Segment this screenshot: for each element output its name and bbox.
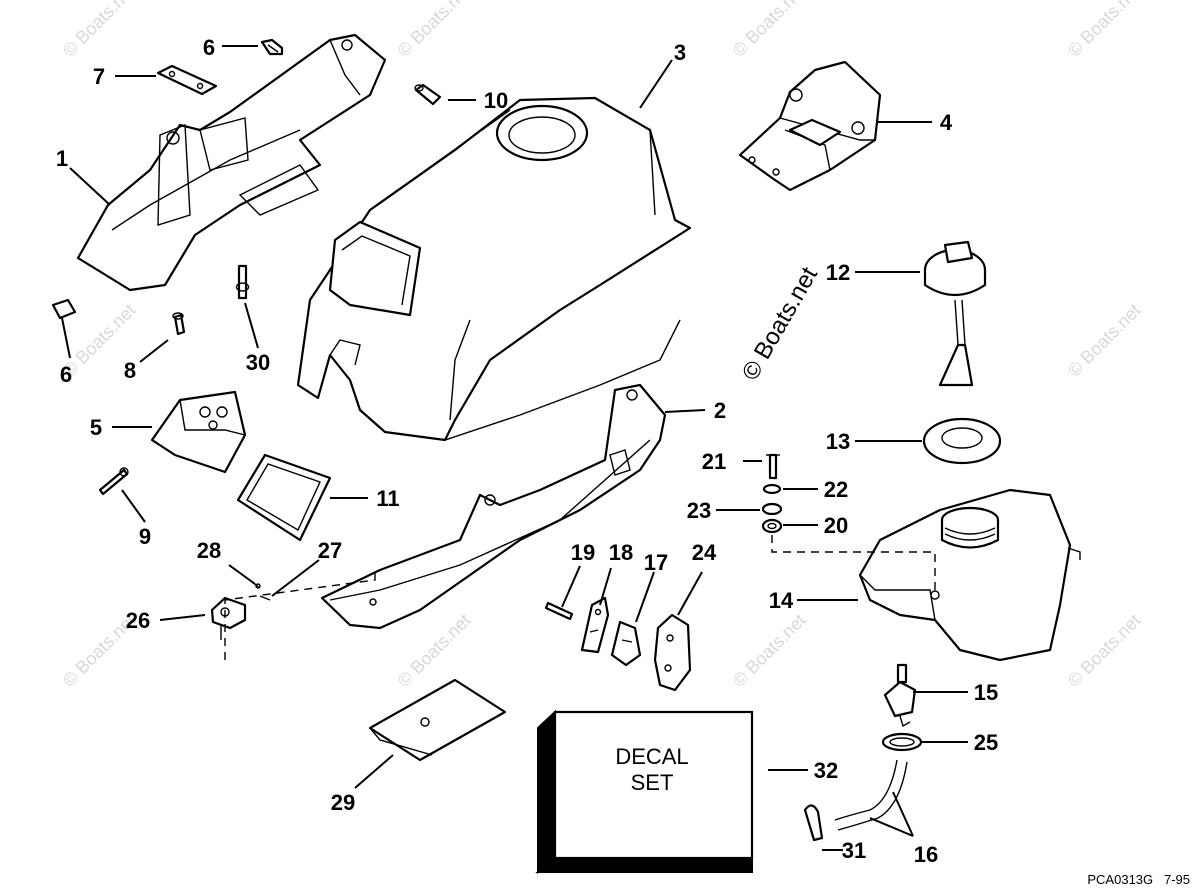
callout-32: 32 (814, 758, 838, 783)
part-12-fuel-cap (923, 240, 987, 387)
part-27-pin (259, 595, 271, 601)
part-24-pad (653, 613, 692, 692)
callout-5: 5 (90, 415, 102, 440)
watermark: © Boats.net (59, 0, 140, 61)
callout-21: 21 (702, 449, 726, 474)
callout-12: 12 (826, 260, 850, 285)
part-32-decal-set: DECAL SET (535, 709, 754, 875)
decal-box-line2: SET (631, 770, 674, 795)
callout-6-top: 6 (203, 35, 215, 60)
part-25-clamp (881, 732, 923, 752)
leader-lines (61, 45, 968, 851)
part-23-washer (761, 502, 783, 516)
callout-8: 8 (124, 358, 136, 383)
callout-11: 11 (376, 486, 399, 511)
callout-9: 9 (139, 524, 151, 549)
part-13-seal-ring (922, 417, 1002, 465)
part-16-fuel-hose (834, 759, 908, 831)
part-14-fuel-tank (858, 488, 1081, 662)
callout-13: 13 (826, 429, 850, 454)
part-30-screw (235, 264, 250, 300)
callout-22: 22 (824, 477, 848, 502)
part-9-screw (98, 467, 129, 496)
part-10-pin (414, 83, 442, 106)
watermark: © Boats.net (394, 0, 475, 61)
decal-box-line1: DECAL (615, 744, 688, 769)
callout-31: 31 (842, 838, 866, 863)
part-6-screw-left (51, 298, 77, 320)
callout-18: 18 (609, 540, 633, 565)
callout-14: 14 (769, 588, 794, 613)
part-2-front-bracket (320, 383, 667, 630)
part-29-plate (368, 678, 507, 762)
callout-3: 3 (674, 40, 686, 65)
callout-23: 23 (687, 498, 711, 523)
callout-26: 26 (126, 608, 150, 633)
watermark: © Boats.net (729, 0, 810, 61)
watermark: © Boats.net (729, 610, 810, 691)
part-3-motor-cover (296, 96, 692, 442)
callout-4: 4 (940, 110, 953, 135)
callout-19: 19 (571, 540, 595, 565)
part-5-box (150, 390, 247, 474)
callout-15: 15 (974, 680, 998, 705)
watermark: © Boats.net (1064, 0, 1145, 61)
part-15-fuel-valve (883, 663, 917, 728)
part-19-screw (544, 601, 574, 621)
callout-labels: 1 2 3 4 5 6 6 7 8 9 10 11 12 13 14 15 16… (56, 35, 998, 867)
watermark: © Boats.net (1064, 300, 1145, 381)
callout-16: 16 (914, 842, 938, 867)
part-6-screw-top (260, 38, 284, 56)
callout-24: 24 (692, 540, 717, 565)
callout-17: 17 (644, 550, 668, 575)
assembly-dashed-line-holder (224, 570, 376, 660)
callout-29: 29 (331, 790, 355, 815)
callout-1: 1 (56, 146, 68, 171)
part-11-gasket (236, 453, 332, 542)
callout-25: 25 (974, 730, 998, 755)
part-1-bracket (76, 33, 387, 292)
callout-20: 20 (824, 513, 848, 538)
watermark: © Boats.net (1064, 610, 1145, 691)
part-4-bracket (738, 60, 882, 192)
part-21-screw (766, 453, 780, 480)
callout-28: 28 (197, 538, 221, 563)
part-8-screw (172, 312, 186, 336)
part-7-plate (156, 64, 218, 96)
callout-6-left: 6 (60, 362, 72, 387)
callout-10: 10 (484, 88, 508, 113)
part-17-clip (610, 620, 642, 667)
part-22-washer (762, 483, 782, 495)
callout-27: 27 (318, 538, 342, 563)
watermark: © Boats.net (394, 610, 475, 691)
part-18-bracket (580, 596, 610, 654)
watermark-prominent: © Boats.net (737, 262, 823, 385)
assembly-dashed-line-tank (771, 535, 936, 590)
callout-7: 7 (93, 64, 105, 89)
part-20-nut (761, 518, 783, 534)
callout-30: 30 (246, 350, 270, 375)
part-31-clip (803, 804, 824, 842)
part-26-holder (210, 596, 247, 640)
callout-2: 2 (714, 398, 726, 423)
drawing-code: PCA0313G 7-95 (1087, 872, 1190, 887)
